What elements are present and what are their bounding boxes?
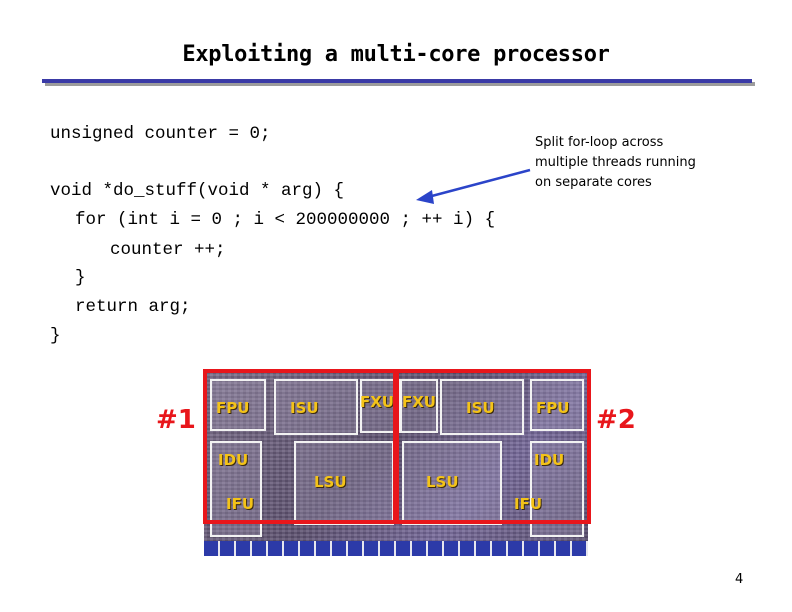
- code-line-close-loop: }: [75, 268, 86, 288]
- label-lsu-right: LSU: [426, 473, 459, 491]
- core-2-label: #2: [596, 405, 636, 435]
- label-idu-right: IDU: [534, 451, 565, 469]
- title-underline: [42, 79, 752, 83]
- core-1-label: #1: [156, 405, 196, 435]
- label-ifu-right: IFU: [514, 495, 543, 513]
- core-2-highlight: [395, 369, 591, 524]
- code-line-counter-decl: unsigned counter = 0;: [50, 124, 271, 144]
- label-lsu-left: LSU: [314, 473, 347, 491]
- code-line-increment: counter ++;: [110, 240, 226, 260]
- annotation-line-3: on separate cores: [535, 175, 652, 190]
- label-fxu-left: FXU: [360, 393, 394, 411]
- annotation-line-1: Split for-loop across: [535, 135, 664, 150]
- label-idu-left: IDU: [218, 451, 249, 469]
- annotation-note: Split for-loop across multiple threads r…: [535, 133, 735, 193]
- code-line-return: return arg;: [75, 297, 191, 317]
- code-line-for-loop: for (int i = 0 ; i < 200000000 ; ++ i) {: [75, 210, 496, 230]
- label-fpu-right: FPU: [536, 399, 570, 417]
- label-ifu-left: IFU: [226, 495, 255, 513]
- label-isu-left: ISU: [290, 399, 319, 417]
- label-fpu-left: FPU: [216, 399, 250, 417]
- slide-title: Exploiting a multi-core processor: [182, 42, 610, 67]
- code-line-function-sig: void *do_stuff(void * arg) {: [50, 181, 345, 201]
- annotation-line-2: multiple threads running: [535, 155, 696, 170]
- label-isu-right: ISU: [466, 399, 495, 417]
- core-1-highlight: [203, 369, 397, 524]
- code-line-close-function: }: [50, 326, 61, 346]
- label-fxu-right: FXU: [402, 393, 436, 411]
- page-number: 4: [735, 572, 744, 587]
